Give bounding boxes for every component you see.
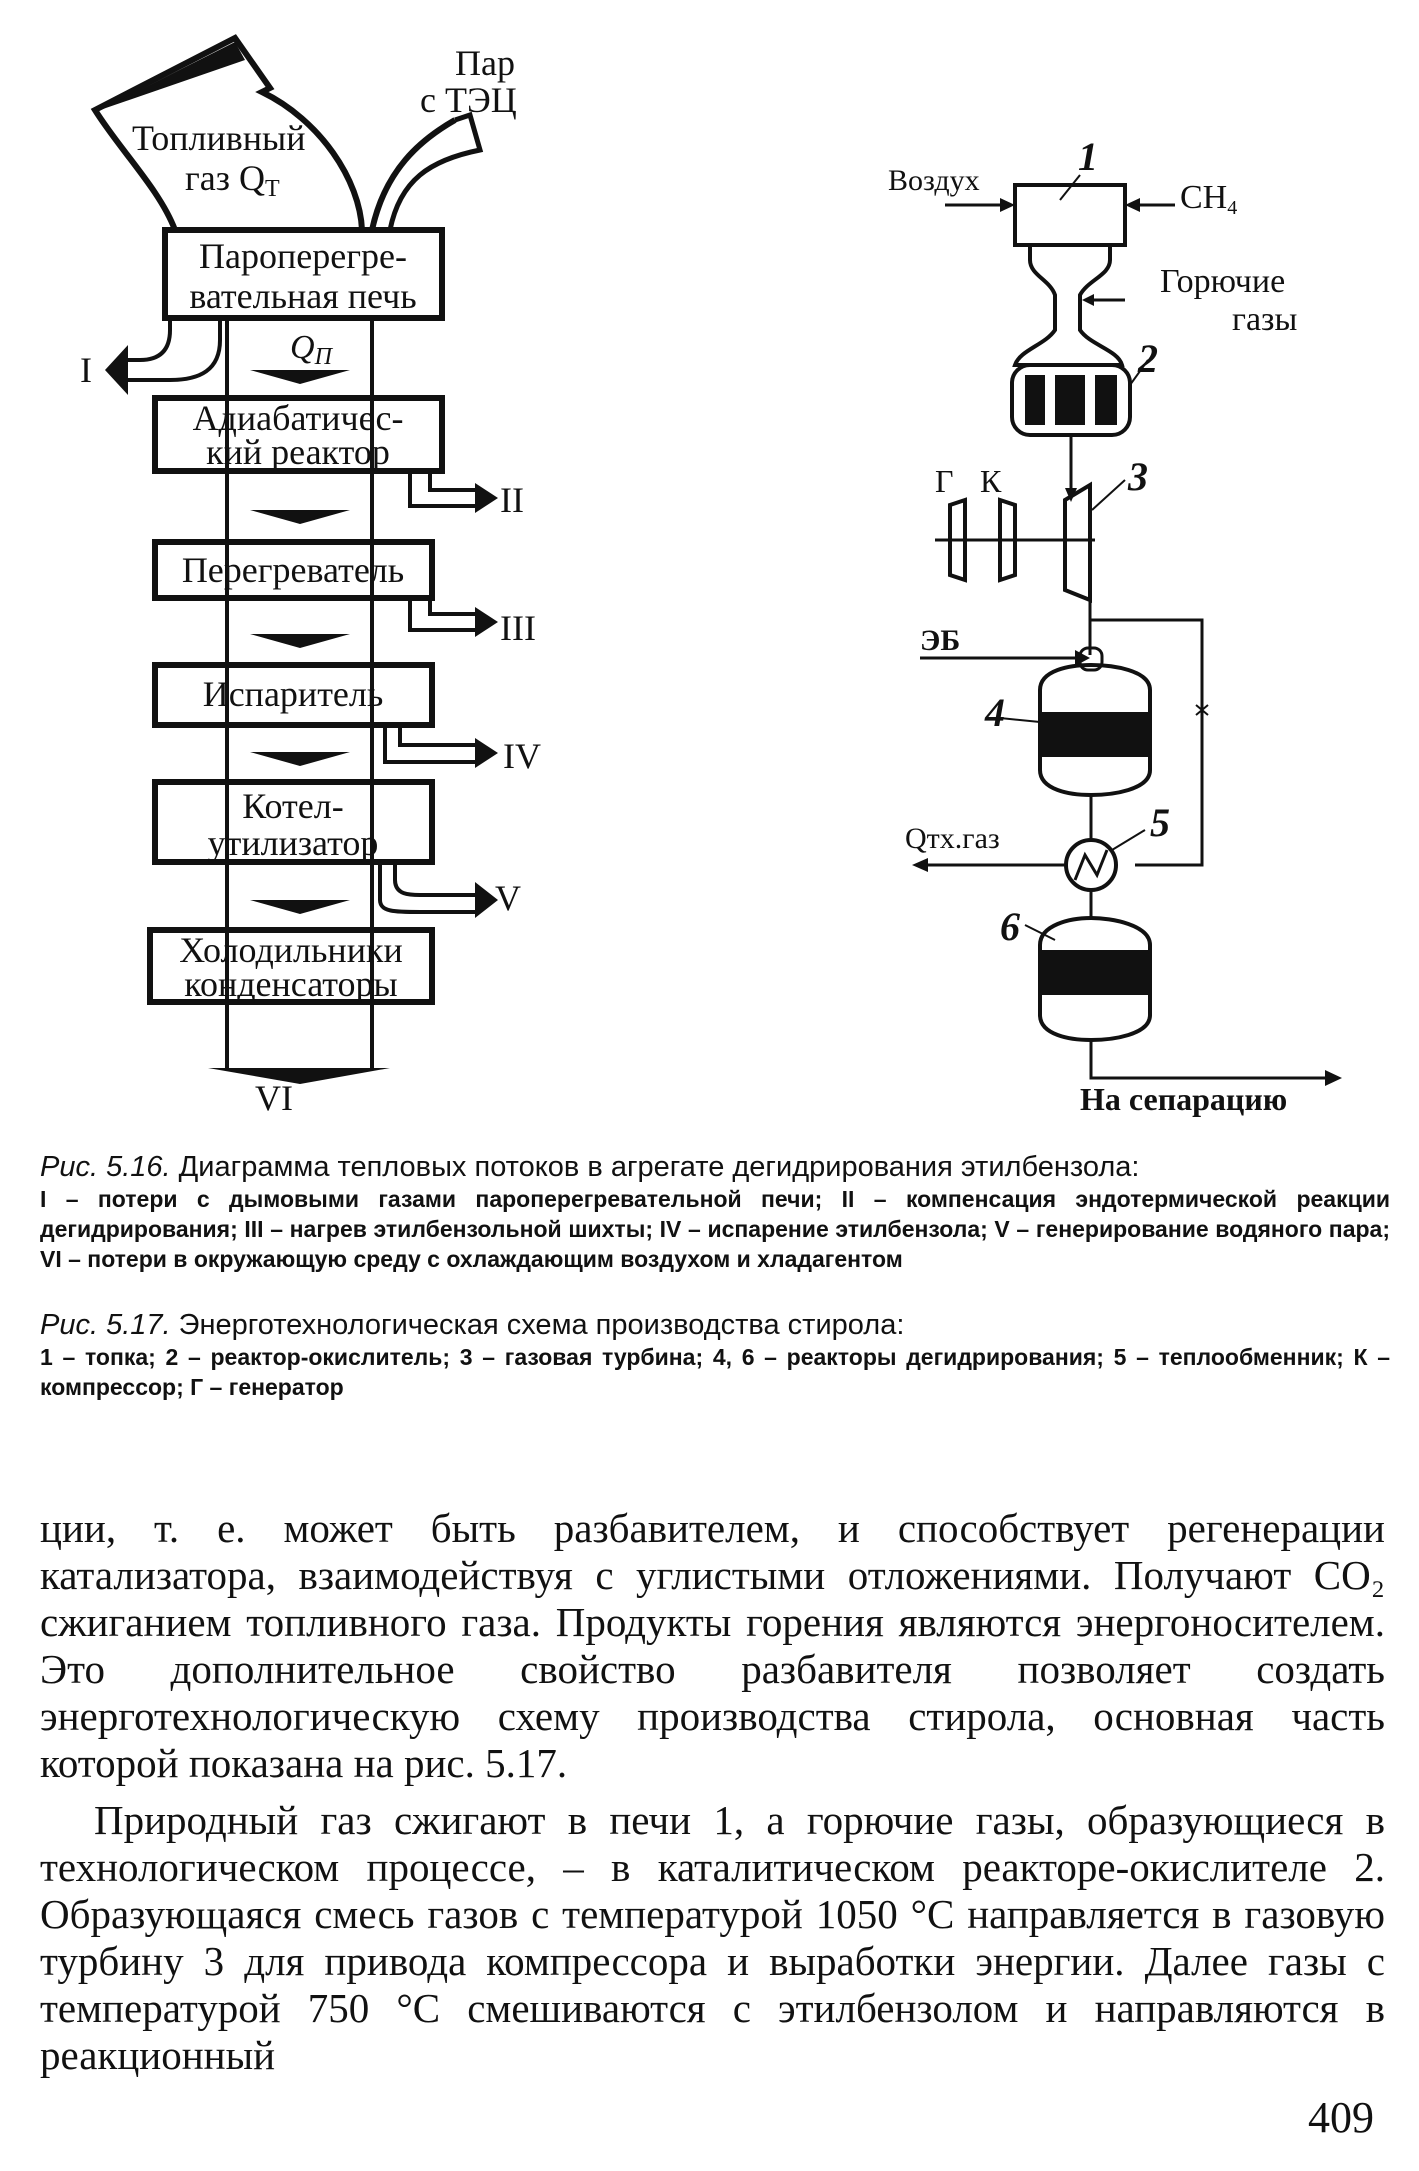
loss-VI-arrow (208, 1068, 390, 1084)
figures-svg: Топливный газ QТ Пар с ТЭЦ Пароперегре- … (80, 34, 1342, 1118)
caption-number: Рис. 5.16. (40, 1151, 171, 1183)
generator-symbol (948, 497, 967, 583)
paragraph: ции, т. е. может быть разбавителем, и сп… (40, 1505, 1385, 1786)
label-2: 2 (1137, 336, 1158, 381)
loss-III-label: III (500, 608, 536, 648)
label-4: 4 (984, 690, 1005, 735)
loss-V-label: V (495, 878, 521, 918)
flow-down-arrows (250, 370, 350, 914)
page-number: 409 (1308, 2093, 1374, 2142)
box-coolers-condensers (147, 927, 435, 1005)
loss-V-arrow (378, 862, 498, 918)
box-4-label: Испаритель (203, 674, 384, 714)
compressor-label: К (980, 463, 1002, 499)
reactor-2-neck (1012, 245, 1125, 367)
caption-legend: 1 – топка; 2 – реактор-окислитель; 3 – г… (40, 1344, 1390, 1400)
box-superheater (152, 539, 435, 601)
reactor-6 (1038, 915, 1152, 1043)
gas-turbine-3 (1063, 481, 1092, 603)
caption-fig-5-16: Рис. 5.16. Диаграмма тепловых потоков в … (40, 1150, 1390, 1274)
box-waste-heat-boiler (152, 779, 435, 865)
fuel-gas-label-2: газ QТ (185, 158, 280, 202)
caption-title: Диаграмма тепловых потоков в агрегате де… (178, 1151, 1140, 1183)
caption-fig-5-17: Рис. 5.17. Энерготехнологическая схема п… (40, 1308, 1390, 1402)
steam-label-2: с ТЭЦ (420, 80, 517, 120)
combustible-label-2: газы (1232, 301, 1297, 338)
caption-number: Рис. 5.17. (40, 1309, 171, 1341)
combustible-label-1: Горючие (1160, 263, 1285, 300)
loss-II-arrow (408, 471, 498, 513)
generator-label: Г (935, 463, 954, 499)
box-1-line-2: вательная печь (189, 276, 416, 316)
box-5-line-1: Котел- (242, 786, 343, 826)
loss-II-label: II (500, 480, 524, 520)
steam-label-1: Пар (455, 43, 515, 83)
box-steam-superheater-furnace (162, 227, 445, 321)
loss-IV-label: IV (503, 736, 541, 776)
fig-5-16-heat-flow-diagram: Топливный газ QТ Пар с ТЭЦ Пароперегре- … (80, 34, 541, 1118)
q-p-label: QП (290, 329, 334, 370)
box-6-line-1: Холодильники (179, 930, 402, 970)
loss-I-label: I (80, 350, 92, 390)
box-3-label: Перегреватель (182, 550, 404, 590)
label-3: 3 (1127, 454, 1148, 499)
label-1: 1 (1078, 134, 1098, 179)
box-6-line-2: конденсаторы (184, 964, 397, 1004)
reactor-4 (1038, 662, 1152, 798)
box-2-line-2: кий реактор (206, 432, 390, 472)
box-5-line-2: утилизатор (208, 823, 379, 863)
caption-title: Энерготехнологическая схема производства… (178, 1309, 905, 1341)
separation-label: На сепарацию (1080, 1081, 1287, 1117)
box-evaporator (152, 662, 435, 728)
label-6: 6 (1000, 904, 1020, 949)
eb-label: ЭБ (920, 624, 960, 657)
furnace-1 (1013, 183, 1127, 247)
box-adiabatic-reactor (152, 395, 445, 474)
exhaust-label: Qтх.газ (905, 822, 1000, 855)
body-text: ции, т. е. может быть разбавителем, и сп… (40, 1505, 1385, 2079)
fig-5-17-process-scheme: Воздух CH4 1 Горючие газы 2 (888, 134, 1342, 1117)
loss-VI-label: VI (255, 1078, 293, 1118)
fuel-gas-arrow (90, 34, 365, 232)
label-5: 5 (1150, 800, 1170, 845)
box-2-line-1: Адиабатичес- (193, 398, 404, 438)
figures-area: Топливный газ QТ Пар с ТЭЦ Пароперегре- … (80, 34, 1342, 1118)
paragraph: Природный газ сжигают в печи 1, а горючи… (40, 1797, 1385, 2078)
loss-III-arrow (408, 598, 498, 637)
box-1-line-1: Пароперегре- (199, 236, 407, 276)
figure-captions: Рис. 5.16. Диаграмма тепловых потоков в … (40, 1150, 1390, 1436)
compressor-symbol (998, 497, 1017, 583)
steam-arrow (369, 111, 484, 231)
separation-line (1089, 1040, 1330, 1080)
loss-IV-arrow (383, 725, 498, 768)
fuel-gas-label-1: Топливный (132, 118, 306, 158)
loss-I-arrow (105, 318, 222, 395)
ch4-label: CH4 (1180, 179, 1237, 219)
caption-legend: I – потери с дымовыми газами пароперегре… (40, 1186, 1390, 1272)
bypass-line (1088, 600, 1204, 867)
air-label: Воздух (888, 164, 980, 197)
